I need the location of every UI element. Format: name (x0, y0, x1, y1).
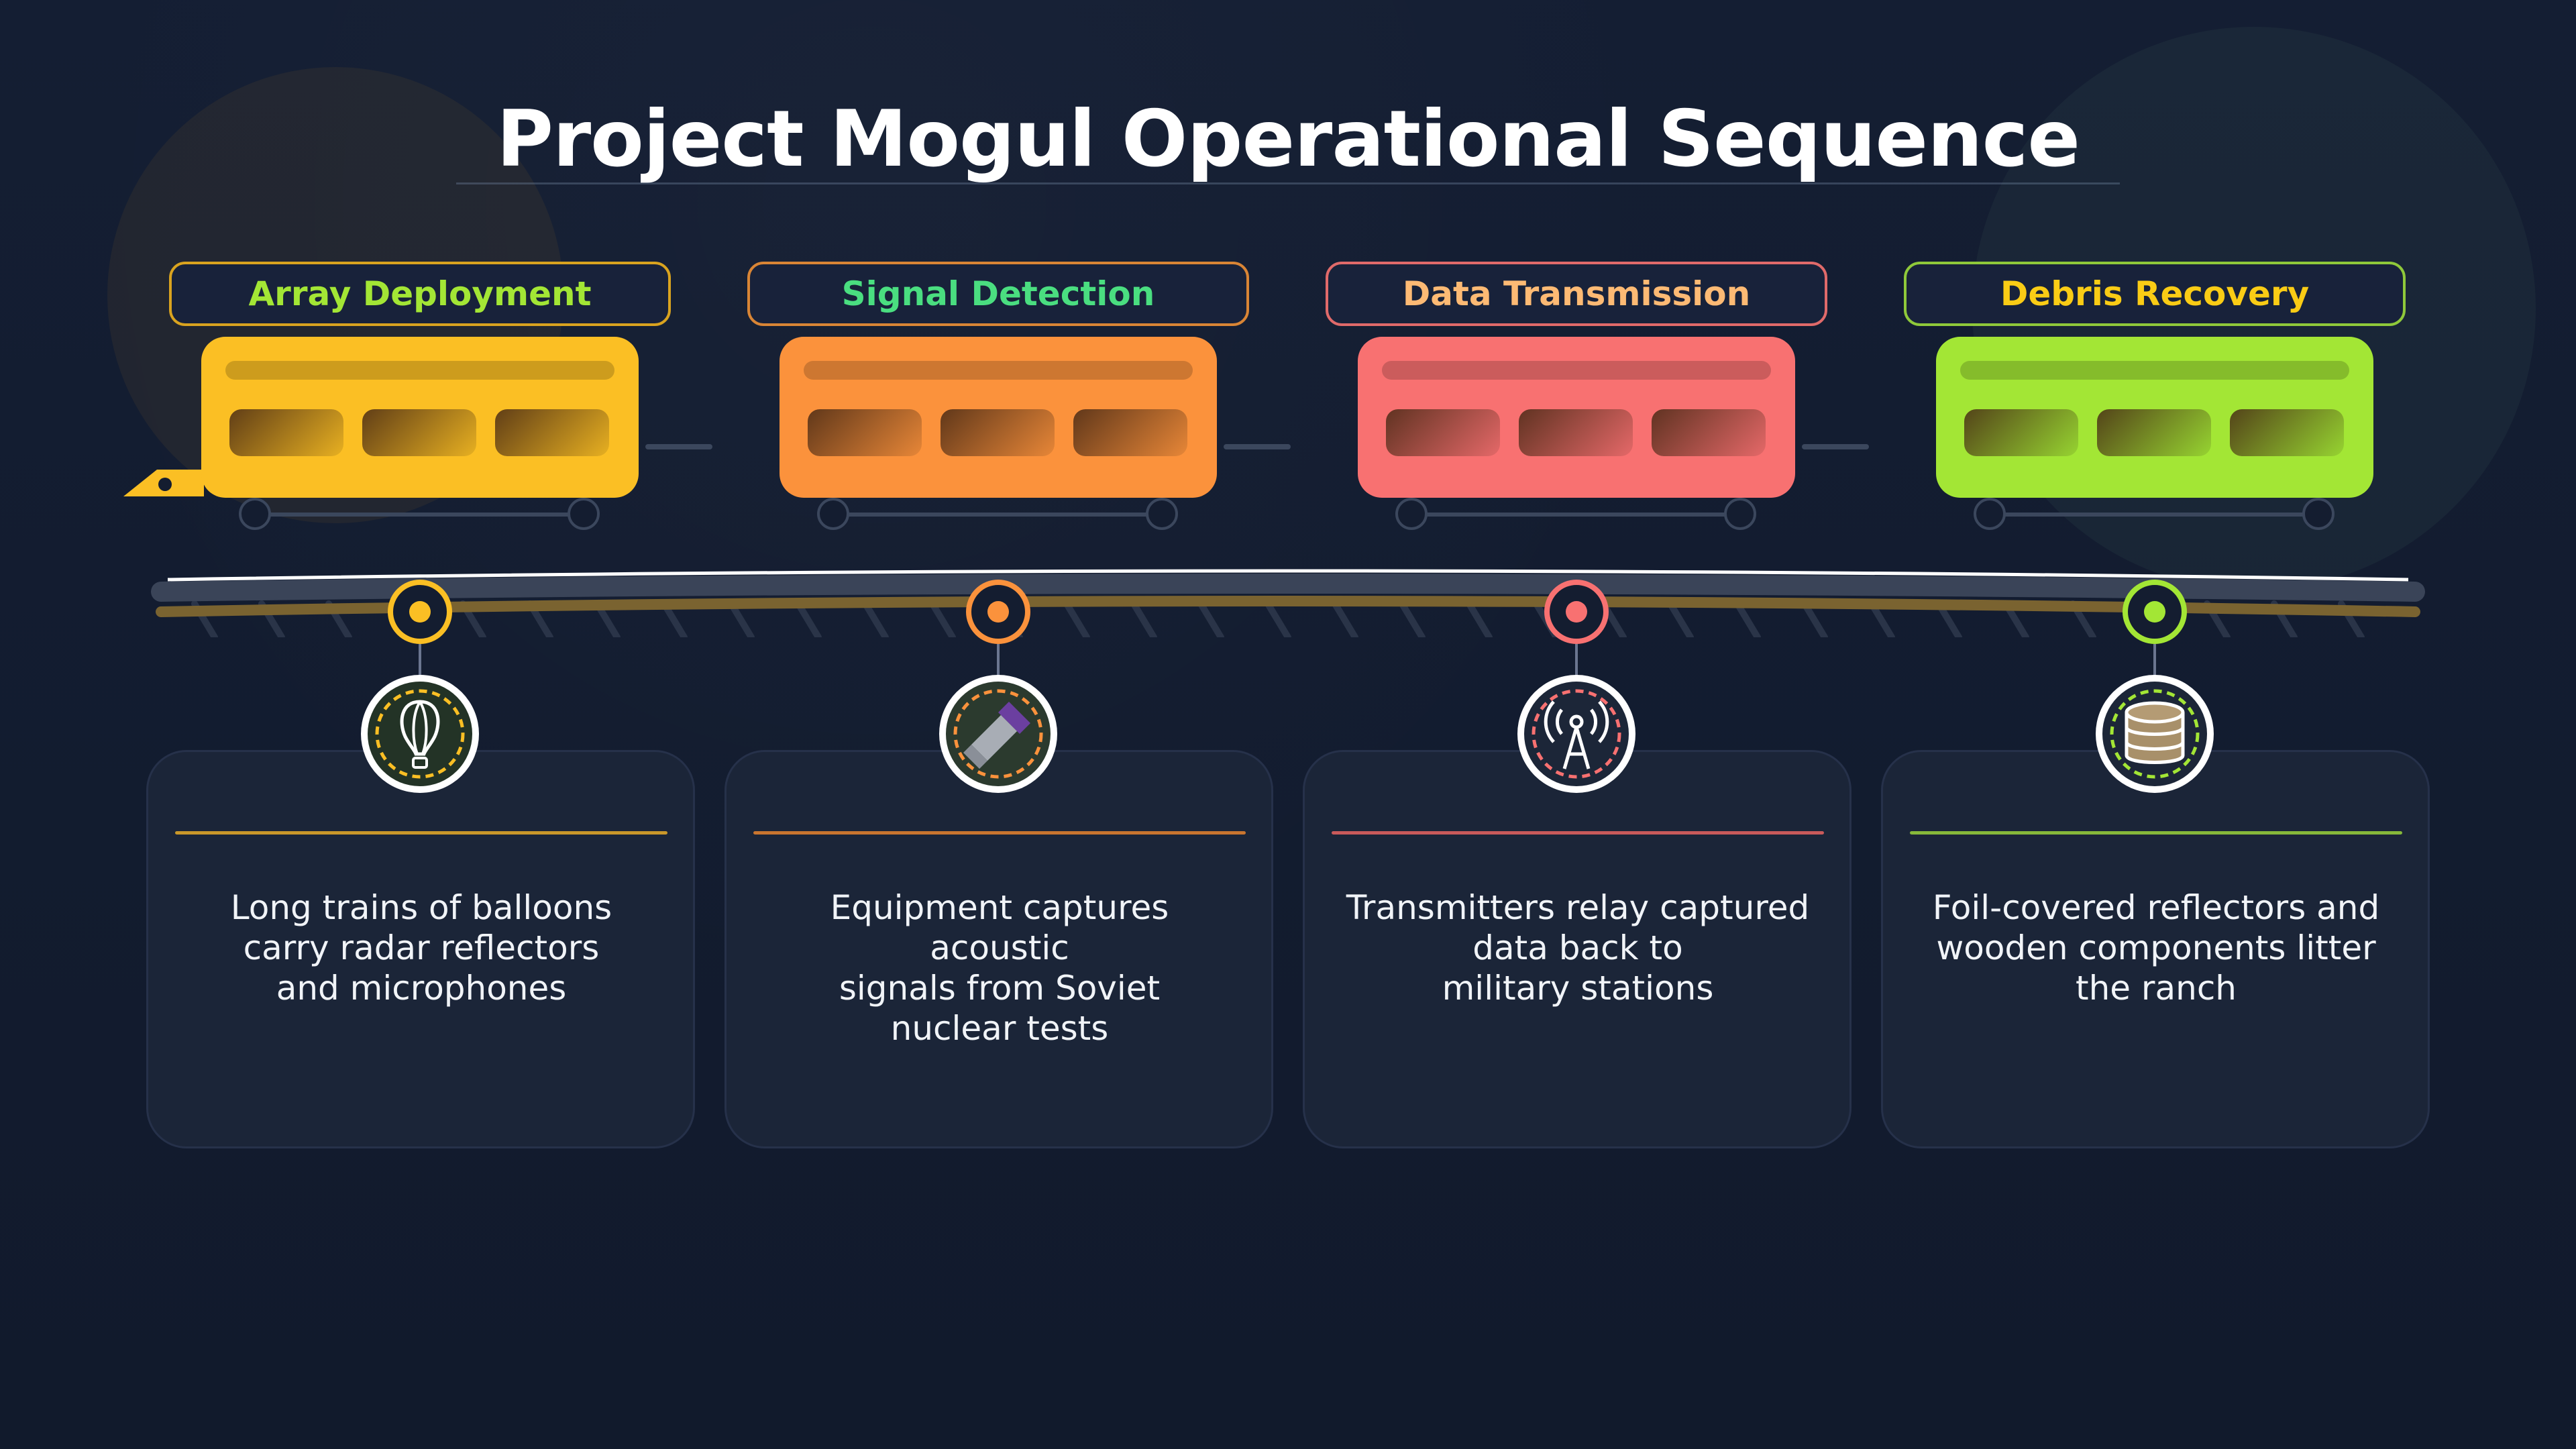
title-underline (456, 182, 2120, 184)
marker-stem-1 (419, 644, 421, 678)
card-divider (1910, 831, 2402, 835)
train-car-4 (1936, 337, 2373, 498)
railway-track (151, 569, 2425, 637)
axle-2 (833, 513, 1162, 517)
stage-description-4: Foil-covered reflectors and wooden compo… (1932, 888, 2380, 1008)
wheel (1395, 498, 1428, 530)
stage-description-1: Long trains of balloons carry radar refl… (230, 888, 612, 1008)
timeline-marker-4 (2123, 580, 2187, 644)
car-coupler-2 (1224, 444, 1291, 449)
wheel (2302, 498, 2334, 530)
axle-4 (1990, 513, 2318, 517)
timeline-marker-1 (388, 580, 452, 644)
train-car-2 (780, 337, 1217, 498)
axle-3 (1411, 513, 1740, 517)
wheel (817, 498, 849, 530)
antenna-tower-icon (1517, 675, 1635, 793)
stage-card-2: Equipment captures acoustic signals from… (724, 750, 1273, 1148)
wheel (1974, 498, 2006, 530)
microphone-icon (939, 675, 1057, 793)
stage-label-3: Data Transmission (1326, 262, 1827, 326)
locomotive-nose (123, 470, 204, 496)
train-car-3 (1358, 337, 1795, 498)
marker-stem-3 (1575, 644, 1578, 678)
timeline-marker-2 (966, 580, 1030, 644)
stage-label-1: Array Deployment (169, 262, 671, 326)
stage-description-2: Equipment captures acoustic signals from… (830, 888, 1169, 1048)
card-divider (175, 831, 667, 835)
stage-label-4: Debris Recovery (1904, 262, 2406, 326)
stage-card-1: Long trains of balloons carry radar refl… (146, 750, 695, 1148)
marker-stem-2 (997, 644, 1000, 678)
wheel (239, 498, 271, 530)
wheel (1146, 498, 1178, 530)
stage-card-3: Transmitters relay captured data back to… (1303, 750, 1851, 1148)
axle-1 (255, 513, 584, 517)
train-car-1 (201, 337, 639, 498)
card-divider (753, 831, 1246, 835)
card-divider (1332, 831, 1824, 835)
wheel (568, 498, 600, 530)
database-icon (2096, 675, 2214, 793)
wheel (1724, 498, 1756, 530)
car-coupler-3 (1802, 444, 1869, 449)
marker-stem-4 (2153, 644, 2156, 678)
stage-label-2: Signal Detection (747, 262, 1249, 326)
balloon-icon (361, 675, 479, 793)
car-coupler-1 (645, 444, 712, 449)
stage-description-3: Transmitters relay captured data back to… (1346, 888, 1810, 1008)
timeline-marker-3 (1544, 580, 1609, 644)
page-title: Project Mogul Operational Sequence (496, 94, 2080, 184)
stage-card-4: Foil-covered reflectors and wooden compo… (1881, 750, 2430, 1148)
